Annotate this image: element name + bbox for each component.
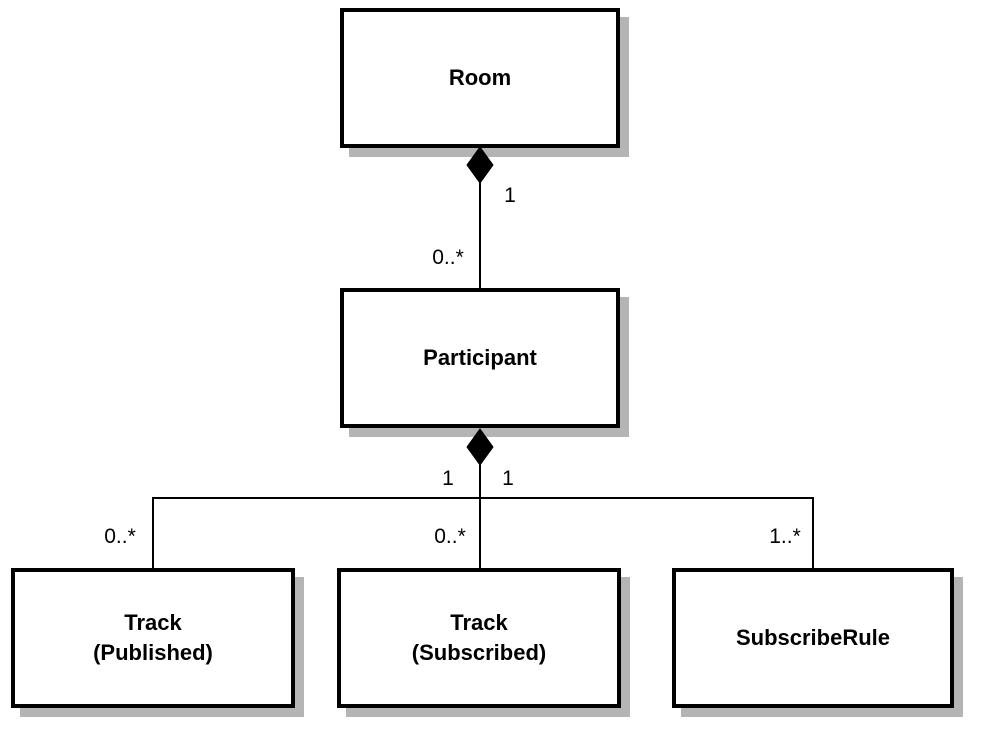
class-name-subscribe-rule: SubscribeRule <box>736 623 890 653</box>
class-name-track-published: Track (Published) <box>93 608 213 668</box>
class-name-line: (Published) <box>93 640 213 665</box>
class-name-line: Track <box>450 610 508 635</box>
class-box-subscribe-rule: SubscribeRule <box>672 568 954 708</box>
multiplicity-participant-parent-end: 0..* <box>432 246 464 269</box>
class-name-line: (Subscribed) <box>411 640 547 665</box>
multiplicity-track-subscribed-end: 0..* <box>434 525 466 548</box>
multiplicity-participant-child-left: 1 <box>442 467 454 490</box>
multiplicity-subscribe-rule-end: 1..* <box>769 525 801 548</box>
class-box-room: Room <box>340 8 620 148</box>
class-name-line: SubscribeRule <box>735 625 891 650</box>
multiplicity-track-published-end: 0..* <box>104 525 136 548</box>
class-name-room: Room <box>449 63 511 93</box>
composition-diamond-participant <box>466 428 494 466</box>
class-name-line: Track <box>124 610 182 635</box>
class-name-line: Participant <box>423 345 537 370</box>
class-box-track-subscribed: Track (Subscribed) <box>337 568 621 708</box>
composition-diamond-room <box>466 146 494 184</box>
multiplicity-room-end: 1 <box>504 184 516 207</box>
class-box-participant: Participant <box>340 288 620 428</box>
class-box-track-published: Track (Published) <box>11 568 295 708</box>
class-name-track-subscribed: Track (Subscribed) <box>412 608 546 668</box>
multiplicity-participant-child-right: 1 <box>502 467 514 490</box>
class-name-line: Room <box>448 65 512 90</box>
class-name-participant: Participant <box>423 343 537 373</box>
